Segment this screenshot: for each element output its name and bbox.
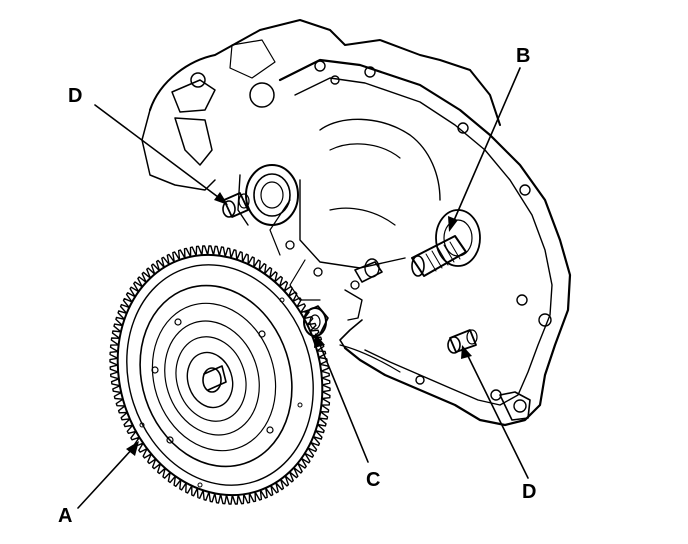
- callout-label-c: C: [366, 469, 380, 491]
- callout-label-a: A: [58, 505, 72, 527]
- arrowhead-d-top: [214, 192, 228, 205]
- arrowhead-c: [314, 333, 325, 348]
- dowel-pin-upper: [222, 192, 250, 218]
- dowel-pin-lower: [447, 329, 478, 354]
- arrowhead-d-bottom: [461, 345, 472, 359]
- leader-lines: [77, 67, 529, 509]
- arrowhead-a: [126, 441, 139, 456]
- callout-label-d-lower: D: [522, 481, 536, 503]
- transmission-housing: [141, 19, 572, 427]
- callout-label-d-upper: D: [68, 85, 82, 107]
- flywheel-ring-gear: [109, 245, 331, 505]
- input-shaft: [411, 235, 467, 277]
- callout-label-b: B: [516, 45, 530, 67]
- arrowhead-b: [448, 216, 458, 232]
